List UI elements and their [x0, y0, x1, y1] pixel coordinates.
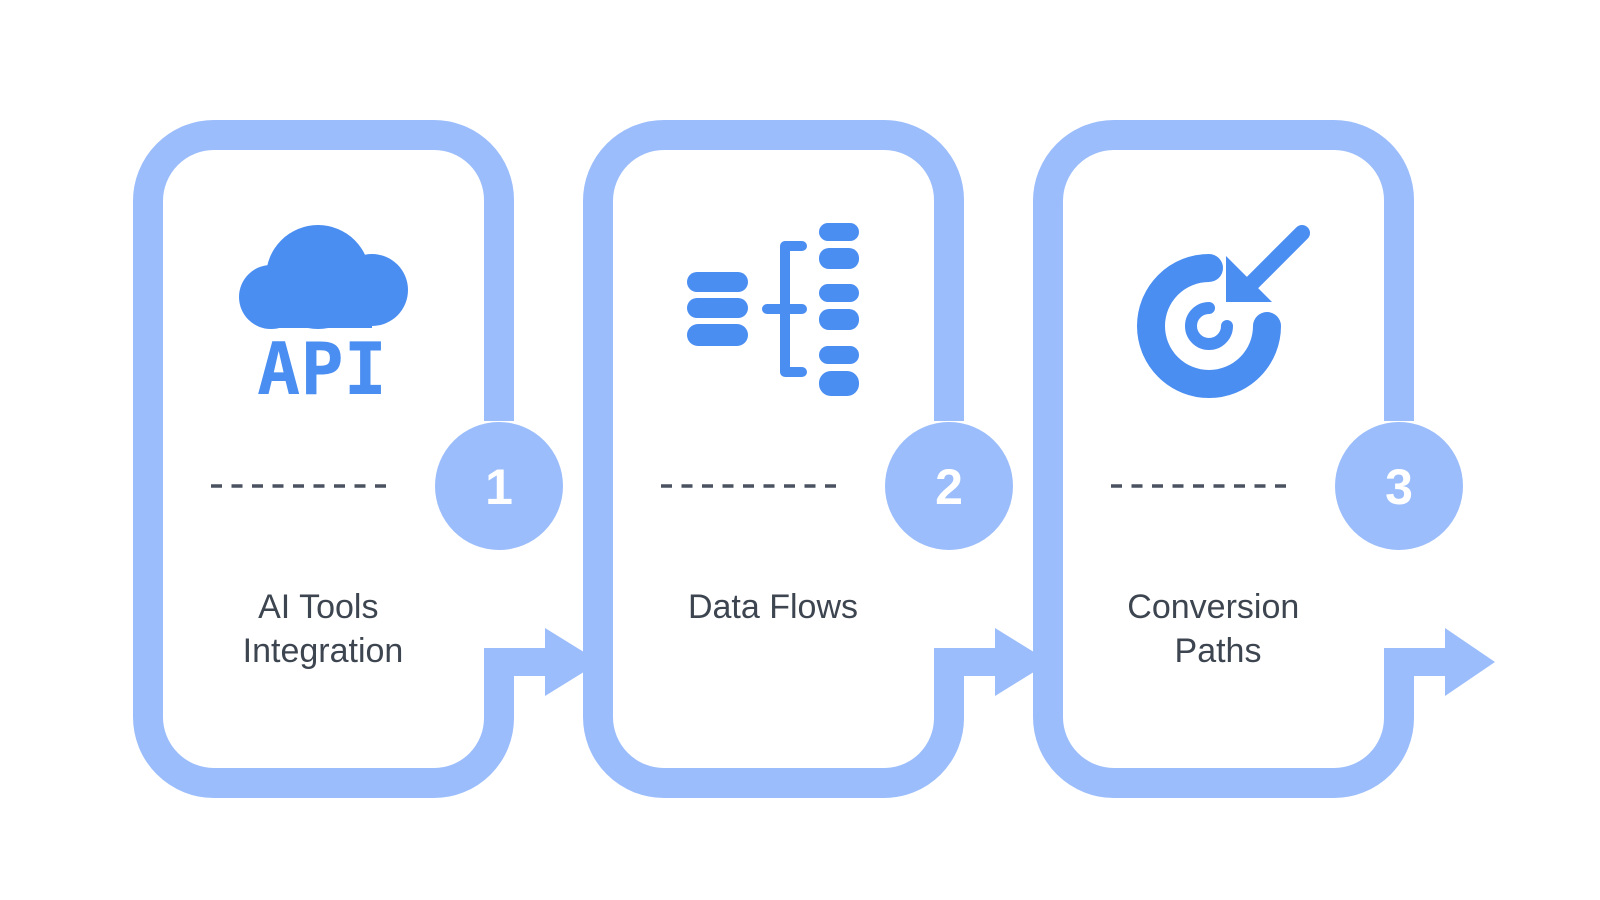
api-text-icon: API — [257, 327, 387, 411]
step-2-frame — [583, 120, 964, 798]
target-arrow-icon — [1137, 225, 1310, 398]
target-arrow-head — [1226, 256, 1272, 302]
target-inner-ring — [1185, 302, 1233, 350]
step-2-arrow-icon — [934, 628, 1050, 696]
target-arrow-shaft — [1240, 225, 1310, 295]
step-1: 1 AI Tools Integration API — [133, 120, 600, 798]
step-2-number-badge — [885, 422, 1013, 550]
cloud-api-icon: API — [239, 225, 408, 411]
step-3: 3 Conversion Paths — [1033, 120, 1495, 798]
step-2-label-line-1: Data Flows — [688, 588, 858, 626]
step-3-label-line-1: Conversion — [1127, 588, 1299, 626]
target-databases-icon — [819, 223, 859, 396]
step-1-label-line-1: AI Tools — [258, 588, 378, 626]
step-3-number: 3 — [1385, 459, 1413, 515]
cloud-icon — [239, 225, 408, 329]
step-1-number-badge — [435, 422, 563, 550]
target-outer-ring — [1137, 254, 1281, 398]
step-3-label-line-2: Paths — [1175, 632, 1262, 670]
step-2: 2 Data Flows — [583, 120, 1050, 798]
bracket-connector-icon — [762, 241, 807, 377]
step-3-number-badge — [1335, 422, 1463, 550]
database-flow-icon — [687, 223, 859, 396]
step-3-label: Conversion Paths — [1127, 588, 1308, 670]
step-1-label: AI Tools Integration — [243, 588, 404, 670]
step-1-arrow-icon — [484, 628, 600, 696]
step-3-arrow-icon — [1384, 628, 1495, 696]
step-1-frame — [133, 120, 514, 798]
step-1-label-line-2: Integration — [243, 632, 404, 670]
step-2-label: Data Flows — [688, 588, 858, 626]
step-1-number: 1 — [485, 459, 513, 515]
step-2-number: 2 — [935, 459, 963, 515]
step-3-frame — [1033, 120, 1414, 798]
source-database-icon — [687, 272, 748, 346]
